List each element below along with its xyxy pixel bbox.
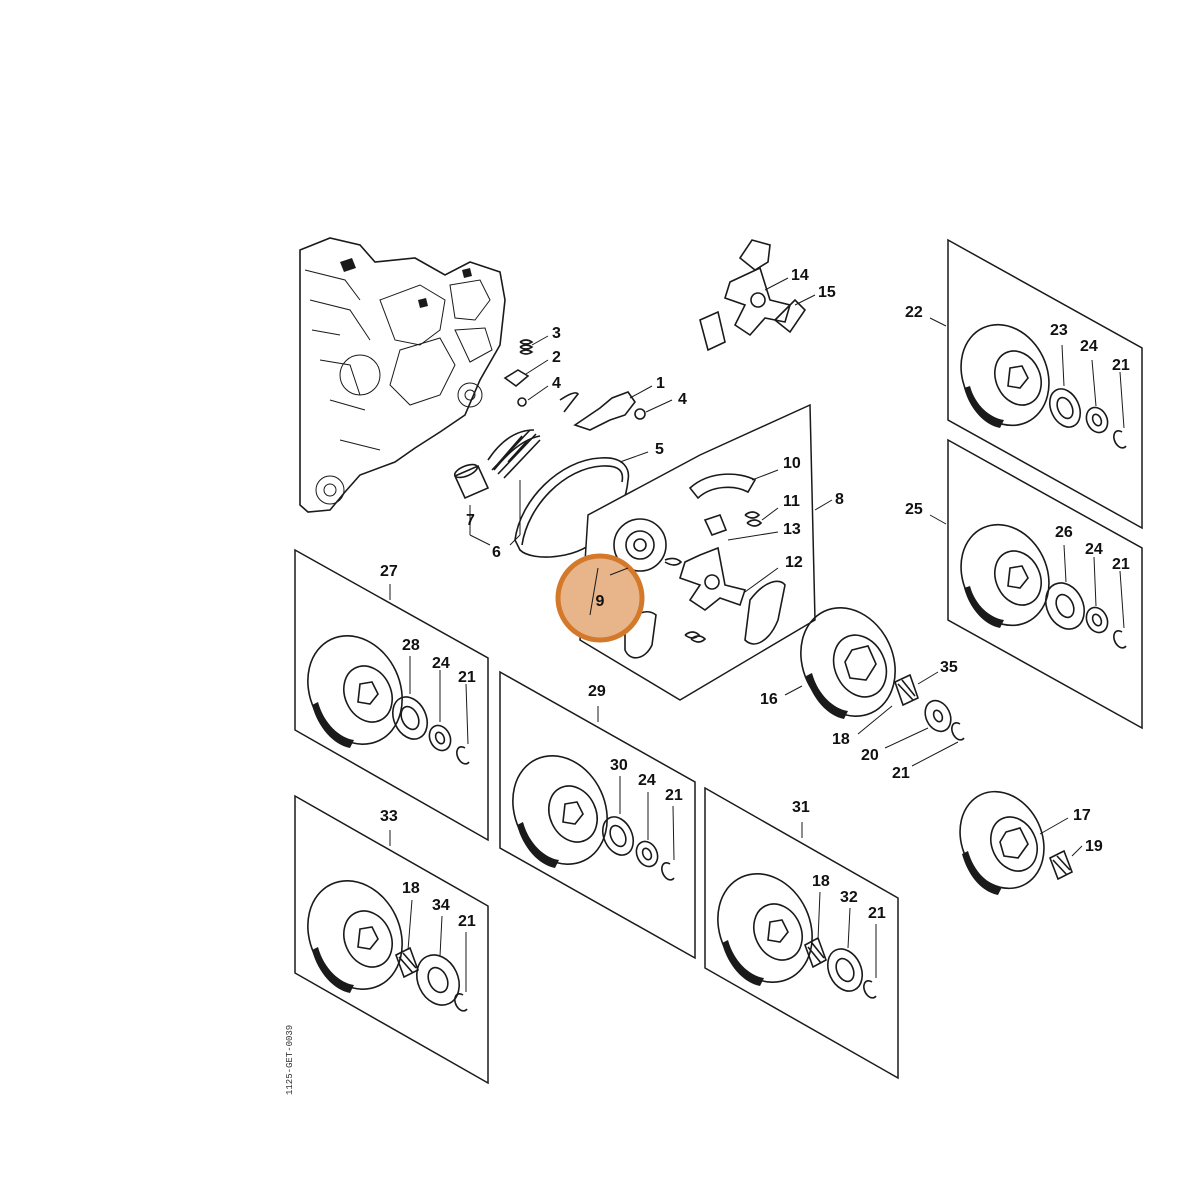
- drawing-code: 1125-GET-0039: [285, 1025, 295, 1095]
- callout-3: 3: [552, 325, 561, 342]
- callout-21-panel33: 21: [458, 913, 476, 930]
- callout-23: 23: [1050, 322, 1068, 339]
- callout-7: 7: [466, 512, 475, 529]
- callout-11: 11: [783, 493, 800, 510]
- spring-and-sleeve: [453, 429, 541, 546]
- callout-24-panel29: 24: [638, 772, 656, 789]
- callout-30: 30: [610, 757, 628, 774]
- callout-20: 20: [861, 747, 879, 764]
- callout-21-panel27: 21: [458, 669, 476, 686]
- highlight-label: 9: [596, 593, 605, 610]
- parts-3-2-4-left: [503, 335, 549, 407]
- callout-21-loose: 21: [892, 765, 910, 782]
- callout-labels: 3 2 4 1 4 5 6 7 8 10 11 12 13 14 15 16 1…: [380, 267, 1130, 930]
- callout-21-panel29: 21: [665, 787, 683, 804]
- clutch-kit-panel: [579, 403, 833, 701]
- side-code: 1125-GET-0039: [285, 1025, 295, 1095]
- callout-24-panel27: 24: [432, 655, 450, 672]
- highlight-marker-9[interactable]: 9: [555, 553, 645, 643]
- callout-12: 12: [785, 554, 803, 571]
- callout-8: 8: [835, 491, 844, 508]
- panel-29: [499, 670, 696, 960]
- loose-drum-16: [784, 607, 965, 767]
- callout-29: 29: [588, 683, 606, 700]
- callout-35: 35: [940, 659, 958, 676]
- callout-32: 32: [840, 889, 858, 906]
- engine-housing: [299, 237, 506, 513]
- callout-31: 31: [792, 799, 810, 816]
- panel-25: [929, 438, 1143, 730]
- callout-24-panel25: 24: [1085, 541, 1103, 558]
- panel-22: [929, 238, 1143, 530]
- callout-2: 2: [552, 349, 561, 366]
- callout-19: 19: [1085, 838, 1103, 855]
- brake-lever-assembly: [559, 385, 673, 431]
- callout-5: 5: [655, 441, 664, 458]
- callout-6: 6: [492, 544, 501, 561]
- highlight-leader-b: [609, 567, 629, 576]
- loose-drum-17: [959, 790, 1083, 895]
- callout-27: 27: [380, 563, 398, 580]
- callout-34: 34: [432, 897, 450, 914]
- callout-33: 33: [380, 808, 398, 825]
- callout-14: 14: [791, 267, 809, 284]
- callout-25: 25: [905, 501, 923, 518]
- clutch-parts-14-15: [699, 239, 816, 352]
- highlight-circle: [555, 553, 645, 643]
- callout-21-panel31: 21: [868, 905, 886, 922]
- panel-31: [704, 786, 899, 1080]
- callout-21-panel22: 21: [1112, 357, 1130, 374]
- highlight-leader-a: [589, 567, 599, 616]
- callout-18-panel33: 18: [402, 880, 420, 897]
- callout-15: 15: [818, 284, 836, 301]
- panel-27: [294, 548, 489, 842]
- callout-18-panel31: 18: [812, 873, 830, 890]
- panel-33: [294, 794, 489, 1085]
- callout-22: 22: [905, 304, 923, 321]
- callout-4b: 4: [678, 391, 687, 408]
- callout-17: 17: [1073, 807, 1091, 824]
- callout-26: 26: [1055, 524, 1073, 541]
- callout-13: 13: [783, 521, 801, 538]
- callout-10: 10: [783, 455, 801, 472]
- callout-1: 1: [656, 375, 665, 392]
- callout-4a: 4: [552, 375, 561, 392]
- brake-band: [514, 451, 649, 558]
- callout-24-panel22: 24: [1080, 338, 1098, 355]
- callout-28: 28: [402, 637, 420, 654]
- callout-18-loose: 18: [832, 731, 850, 748]
- callout-16: 16: [760, 691, 778, 708]
- callout-21-panel25: 21: [1112, 556, 1130, 573]
